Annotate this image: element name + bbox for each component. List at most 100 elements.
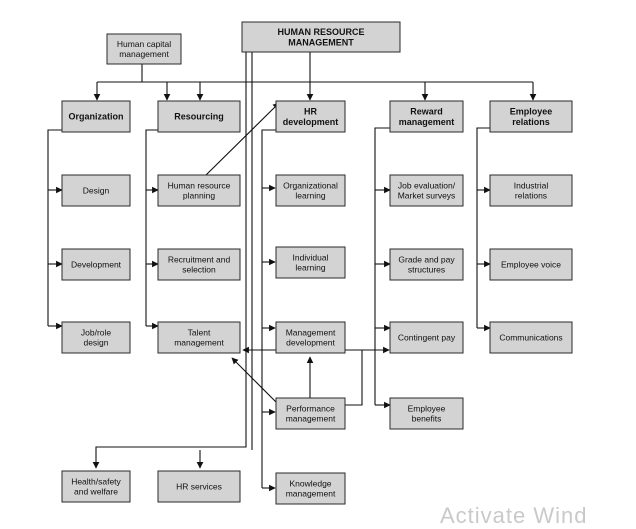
- individual-learning-box-label-line-2: learning: [295, 263, 326, 273]
- resourcing-box-label-line-1: Resourcing: [174, 112, 224, 122]
- organization-trunk: [47, 129, 62, 326]
- employee-benefits-box-frame: [389, 397, 464, 430]
- hrdev-trunk: [261, 129, 276, 488]
- talent-management-box-frame: [157, 321, 241, 354]
- employee-voice-box-label-line-1: Employee voice: [501, 260, 561, 270]
- employee-benefits-box-label-line-2: benefits: [412, 414, 442, 424]
- human-capital-management-box-label-line-1: Human capital: [117, 39, 171, 49]
- hr-services-box-label-line-1: HR services: [176, 482, 222, 492]
- grade-pay-structures-box-label-line-1: Grade and pay: [398, 255, 455, 265]
- design-box-frame: [61, 174, 131, 207]
- contingent-pay-box-label-line-1: Contingent pay: [398, 333, 456, 343]
- human-capital-management-box-label-line-2: management: [119, 49, 169, 59]
- connectors: [47, 52, 537, 492]
- hr-services-box-frame: [157, 470, 241, 503]
- employee-voice-box: Employee voice: [489, 248, 573, 281]
- employee-relations-box-label-line-2: relations: [512, 117, 550, 127]
- human-capital-management-box-frame: [106, 33, 182, 65]
- employee-benefits-box-label-line-1: Employee: [408, 404, 446, 414]
- job-evaluation-box-label-line-2: Market surveys: [398, 191, 456, 201]
- recruitment-selection-box-label-line-1: Recruitment and: [168, 255, 231, 265]
- reward-management-box-label-line-2: management: [399, 117, 455, 127]
- employee-voice-box-frame: [489, 248, 573, 281]
- hrm-root-box-label-line-2: MANAGEMENT: [288, 37, 354, 47]
- management-development-box-label-line-2: development: [286, 338, 335, 348]
- hr-development-box-label-line-2: development: [283, 117, 339, 127]
- industrial-relations-box-label-line-2: relations: [515, 191, 547, 201]
- health-safety-welfare-box-label-line-1: Health/safety: [71, 477, 121, 487]
- reward-management-box-frame: [389, 100, 464, 133]
- reward-trunk: [374, 127, 390, 405]
- performance-management-box-label-line-1: Performance: [286, 404, 335, 414]
- hrm-to-health-safety-line: [92, 52, 247, 469]
- individual-learning-box-label-line-1: Individual: [293, 253, 329, 263]
- hr-development-box-label-line-1: HR: [304, 106, 317, 116]
- hrm-root-box-frame: [241, 21, 401, 53]
- industrial-relations-box-frame: [489, 174, 573, 207]
- knowledge-management-box-label-line-1: Knowledge: [289, 479, 331, 489]
- industrial-relations-box-label-line-1: Industrial: [514, 181, 549, 191]
- organizational-learning-box-label-line-2: learning: [295, 191, 326, 201]
- design-box: Design: [61, 174, 131, 207]
- hrm-root-box-label-line-1: HUMAN RESOURCE: [277, 27, 364, 37]
- hr-planning-box-label-line-2: planning: [183, 191, 215, 201]
- talent-management-box-label-line-2: management: [174, 338, 224, 348]
- recruitment-selection-box-frame: [157, 248, 241, 281]
- hr-planning-to-hrdev-arrow: [204, 102, 280, 177]
- communications-box: Communications: [489, 321, 573, 354]
- job-role-design-box-label-line-1: Job/role: [81, 328, 112, 338]
- hr-development-box-frame: [275, 100, 346, 133]
- job-evaluation-box-label-line-1: Job evaluation/: [398, 181, 456, 191]
- development-box-frame: [61, 248, 131, 281]
- hr-planning-box-frame: [157, 174, 241, 207]
- resourcing-box-frame: [157, 100, 241, 133]
- organizational-learning-box-label-line-1: Organizational: [283, 181, 338, 191]
- health-safety-welfare-box-frame: [61, 470, 131, 503]
- individual-learning-box-frame: [275, 246, 346, 279]
- performance-management-box-frame: [275, 397, 346, 430]
- recruitment-selection-box-label-line-2: selection: [182, 265, 216, 275]
- job-role-design-box-frame: [61, 321, 131, 354]
- resourcing-box: Resourcing: [157, 100, 241, 133]
- knowledge-management-box-frame: [275, 472, 346, 505]
- design-box-label-line-1: Design: [83, 186, 110, 196]
- performance-management-box-label-line-2: management: [286, 414, 336, 424]
- performance-to-contingent-line: [344, 350, 363, 406]
- management-development-box-frame: [275, 321, 346, 354]
- reward-management-box-label-line-1: Reward: [410, 106, 443, 116]
- communications-box-frame: [489, 321, 573, 354]
- organization-box-label-line-1: Organization: [68, 112, 123, 122]
- contingent-pay-box-frame: [389, 321, 464, 354]
- hr-planning-box-label-line-1: Human resource: [168, 181, 231, 191]
- management-development-box-label-line-1: Management: [286, 328, 336, 338]
- communications-box-label-line-1: Communications: [499, 333, 562, 343]
- contingent-pay-box: Contingent pay: [389, 321, 464, 354]
- hr-services-box: HR services: [157, 470, 241, 503]
- resourcing-trunk: [145, 129, 158, 326]
- job-evaluation-box-frame: [389, 174, 464, 207]
- performance-to-talent-arrow: [231, 357, 277, 403]
- knowledge-management-box-label-line-2: management: [286, 489, 336, 499]
- job-evaluation-box: Job evaluation/Market surveys: [389, 174, 464, 207]
- development-box-label-line-1: Development: [71, 260, 122, 270]
- job-role-design-box-label-line-2: design: [83, 338, 108, 348]
- talent-management-box-label-line-1: Talent: [188, 328, 211, 338]
- health-safety-welfare-box-label-line-2: and welfare: [74, 487, 118, 497]
